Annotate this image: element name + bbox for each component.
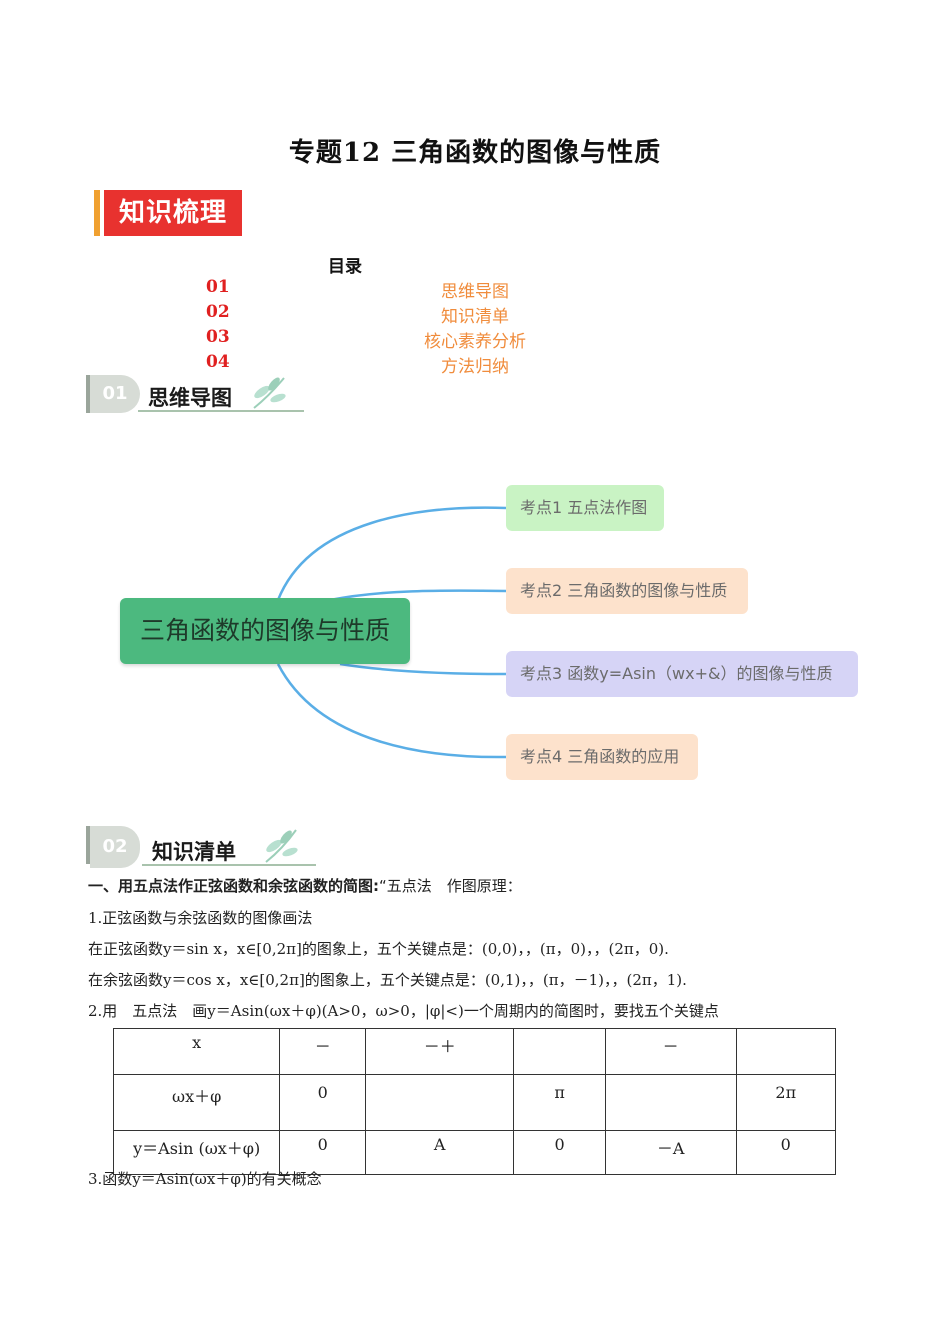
section-edge [86,826,90,864]
table-cell: π [513,1074,606,1131]
mindmap-node[interactable]: 考点4 三角函数的应用 [506,734,698,780]
toc-heading: 目录 [328,257,362,277]
table-cell: y＝Asin (ωx＋φ) [112,1130,281,1175]
five-point-table: x － －＋ － ωx＋φ 0 π 2π y＝Asin (ωx＋φ) 0 A 0… [112,1028,836,1175]
table-cell [735,1028,836,1075]
table-cell: 2π [735,1074,836,1131]
section-number-badge: 02 [90,826,140,868]
table-cell: 0 [279,1074,367,1131]
toc-item-label[interactable]: 方法归纳 [441,357,509,377]
heading-bold: 一、用五点法作正弦函数和余弦函数的简图: [88,877,380,895]
page-title: 专题12 三角函数的图像与性质 [288,138,662,168]
leaf-icon [253,377,286,409]
paragraph: 在正弦函数y＝sin x，x∈[0,2π]的图象上，五个关键点是：(0,0)，，… [88,940,669,958]
toc-item-num: 03 [206,327,230,347]
toc-item-label[interactable]: 核心素养分析 [424,332,526,352]
mindmap-root: 三角函数的图像与性质 [120,598,410,664]
mindmap-node[interactable]: 考点2 三角函数的图像与性质 [506,568,748,614]
section-underline [142,864,316,866]
table-cell: 0 [279,1130,367,1175]
table-cell: －＋ [365,1028,515,1075]
table-cell: －A [604,1130,737,1175]
heading-rest: “五点法 作图原理： [379,877,522,895]
toc-item-num: 01 [206,277,230,297]
section-number-badge: 01 [90,375,140,413]
paragraph: 在余弦函数y＝cos x，x∈[0,2π]的图象上，五个关键点是：(0,1)，，… [88,971,687,989]
table-cell: x [112,1028,281,1075]
table-cell: A [365,1130,515,1175]
mindmap-node[interactable]: 考点1 五点法作图 [506,485,664,531]
table-cell: 0 [735,1130,836,1175]
section-underline [138,410,304,412]
table-cell [365,1074,515,1131]
banner-accent [94,190,100,236]
content-heading: 一、用五点法作正弦函数和余弦函数的简图:“五点法 作图原理： [88,875,522,896]
table-cell: － [604,1028,737,1075]
knowledge-banner: 知识梳理 [104,190,242,236]
paragraph: 1.正弦函数与余弦函数的图像画法 [88,909,313,927]
table-cell [513,1028,606,1075]
leaf-icon [265,829,298,863]
mindmap-node[interactable]: 考点3 函数y=Asin（wx+&）的图像与性质 [506,651,858,697]
section-title: 思维导图 [148,386,232,410]
toc-item-label[interactable]: 知识清单 [441,307,509,327]
paragraph: 2.用 五点法 画y＝Asin(ωx＋φ)(A>0，ω>0，|φ|<)一个周期内… [88,1002,719,1020]
toc-item-num: 02 [206,302,230,322]
toc-item-label[interactable]: 思维导图 [441,282,509,302]
table-cell [604,1074,737,1131]
paragraph: 3.函数y＝Asin(ωx＋φ)的有关概念 [88,1170,322,1188]
table-cell: 0 [513,1130,606,1175]
table-cell: － [279,1028,367,1075]
section-edge [86,375,90,413]
toc-item-num: 04 [206,352,230,372]
section-title: 知识清单 [152,840,236,864]
table-cell: ωx＋φ [112,1074,281,1131]
mindmap-connectors [276,506,507,759]
